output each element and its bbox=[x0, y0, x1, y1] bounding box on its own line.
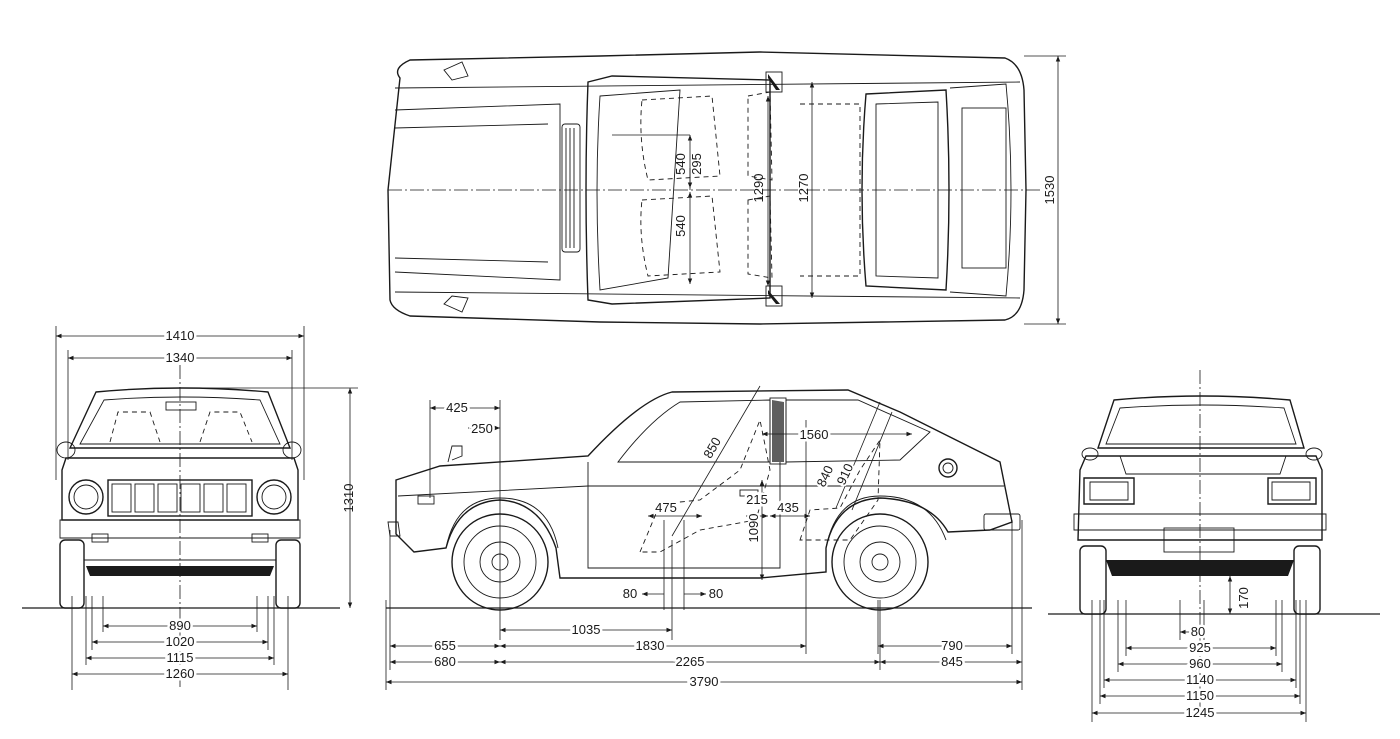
side-dim-845: 845 bbox=[941, 654, 963, 669]
front-dim-1410: 1410 bbox=[166, 328, 195, 343]
side-dim-850: 850 bbox=[700, 435, 724, 461]
top-dim-540-rear: 540 bbox=[673, 215, 688, 237]
rear-dim-1140: 1140 bbox=[1186, 672, 1214, 687]
side-dim-840: 840 bbox=[814, 463, 837, 489]
top-dim-1290: 1290 bbox=[751, 174, 766, 203]
side-dim-250: 250 bbox=[471, 421, 493, 436]
front-dim-890: 890 bbox=[169, 618, 191, 633]
top-view: 540 295 540 1290 1270 1530 bbox=[387, 51, 1066, 325]
rear-view: 170 80 925 960 1140 1150 1245 bbox=[1048, 370, 1380, 723]
side-dim-3790: 3790 bbox=[690, 674, 719, 689]
side-dim-80b: 80 bbox=[709, 586, 723, 601]
side-view: 425 250 850 1560 840 910 475 215 435 109… bbox=[385, 385, 1032, 692]
side-dim-680: 680 bbox=[434, 654, 456, 669]
rear-dim-960: 960 bbox=[1189, 656, 1211, 671]
side-dim-80a: 80 bbox=[623, 586, 637, 601]
front-view: 1410 1340 1310 890 1020 1115 1260 bbox=[22, 326, 358, 690]
side-dim-1090: 1090 bbox=[746, 514, 761, 543]
side-dim-1035: 1035 bbox=[572, 622, 601, 637]
front-dim-1310: 1310 bbox=[341, 484, 356, 513]
rear-dim-1245: 1245 bbox=[1186, 705, 1215, 720]
front-dim-1020: 1020 bbox=[166, 634, 195, 649]
side-dim-790: 790 bbox=[941, 638, 963, 653]
top-dim-1530: 1530 bbox=[1042, 176, 1057, 205]
top-dim-295: 295 bbox=[689, 153, 704, 175]
top-dim-540-front: 540 bbox=[673, 153, 688, 175]
front-dim-1115: 1115 bbox=[167, 650, 194, 665]
rear-dim-1150: 1150 bbox=[1186, 688, 1214, 703]
side-dim-655: 655 bbox=[434, 638, 456, 653]
side-dim-215: 215 bbox=[746, 492, 768, 507]
rear-dim-925: 925 bbox=[1189, 640, 1211, 655]
side-dim-425: 425 bbox=[446, 400, 468, 415]
front-dim-1260: 1260 bbox=[166, 666, 195, 681]
top-dim-1270: 1270 bbox=[796, 174, 811, 203]
side-dim-1830: 1830 bbox=[636, 638, 665, 653]
front-dim-1340: 1340 bbox=[166, 350, 195, 365]
side-dim-475: 475 bbox=[655, 500, 677, 515]
side-dim-2265: 2265 bbox=[676, 654, 705, 669]
side-dim-1560: 1560 bbox=[800, 427, 829, 442]
side-dim-910: 910 bbox=[834, 461, 857, 487]
rear-dim-170: 170 bbox=[1236, 587, 1251, 609]
side-dim-435: 435 bbox=[777, 500, 799, 515]
rear-dim-80: 80 bbox=[1191, 624, 1205, 639]
